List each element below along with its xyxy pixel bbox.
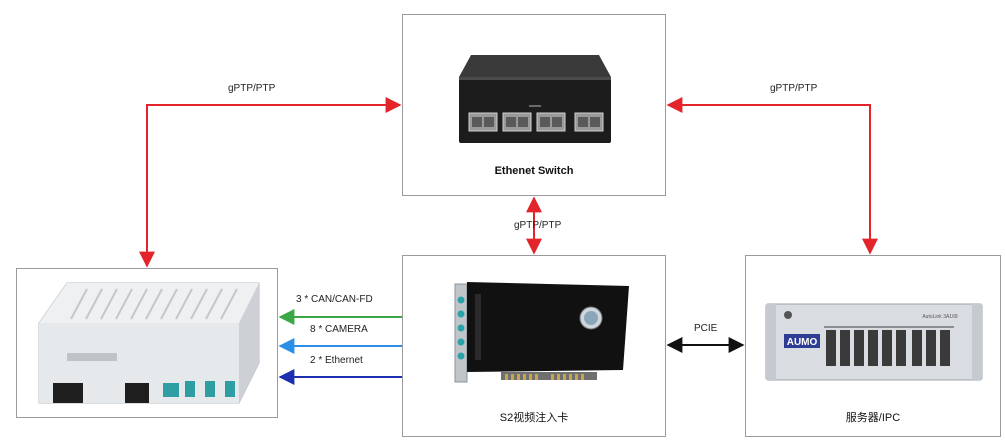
ipc-label: 服务器/IPC xyxy=(845,412,901,424)
ethernet-switch-image xyxy=(459,55,611,143)
ethernet-switch-node: Ethenet Switch xyxy=(402,14,666,196)
ecu-node xyxy=(16,268,278,418)
camera-label: 8 * CAMERA xyxy=(310,324,368,335)
can-label: 3 * CAN/CAN-FD xyxy=(296,294,373,305)
ecu-controller-image xyxy=(38,282,260,404)
card-ipc-label: PCIE xyxy=(694,323,718,334)
ipc-nameplate-text: AutoLink 3A168 xyxy=(922,314,958,320)
ipc-switch-label: gPTP/PTP xyxy=(770,83,818,94)
ipc-server-image: AUMO AutoLink 3A168 xyxy=(765,303,983,381)
video-injection-card-node: S2视频注入卡 xyxy=(402,255,666,437)
ethernet-label: 2 * Ethernet xyxy=(310,355,363,366)
switch-label: Ethenet Switch xyxy=(494,165,574,177)
ecu-switch-link xyxy=(139,97,402,268)
ecu-switch-label: gPTP/PTP xyxy=(228,83,276,94)
pcie-card-image xyxy=(454,282,629,383)
card-switch-label: gPTP/PTP xyxy=(514,220,562,231)
ipc-switch-link xyxy=(666,97,878,255)
ipc-brand-text: AUMO xyxy=(787,337,818,348)
card-label: S2视频注入卡 xyxy=(499,412,569,424)
server-ipc-node: AUMO AutoLink 3A168 服务器/IPC xyxy=(745,255,1001,437)
